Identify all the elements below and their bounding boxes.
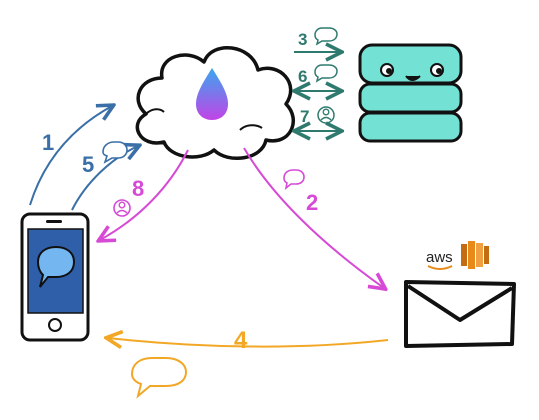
- step-8-user-icon: [113, 199, 131, 217]
- step-1-label: 1: [42, 130, 54, 155]
- step-6-label: 6: [298, 67, 307, 86]
- arrow-5: [71, 146, 138, 211]
- step-3-label: 3: [298, 30, 307, 49]
- step-7-label: 7: [300, 107, 309, 126]
- arrow-4: [108, 338, 389, 347]
- phone-icon: [20, 212, 90, 342]
- step-5-label: 5: [82, 152, 94, 177]
- drop-icon: [196, 68, 228, 120]
- arrow-8: [100, 149, 189, 240]
- aws-label: aws: [426, 249, 453, 266]
- step-6-message-icon: [314, 64, 338, 83]
- aws-logo: aws: [426, 241, 489, 270]
- phone-message-icon: [36, 245, 76, 288]
- step-3-message-icon: [314, 27, 338, 46]
- step-5-message-icon: [102, 141, 128, 164]
- step-2-label: 2: [306, 190, 318, 215]
- step-4-label: 4: [234, 327, 248, 354]
- envelope-icon: [404, 280, 516, 348]
- step-2-message-icon: [283, 169, 305, 190]
- database-icon: [358, 43, 463, 143]
- step-4-message-icon: [130, 357, 188, 399]
- arrow-1: [29, 106, 112, 206]
- step-7-user-icon: [317, 106, 335, 124]
- arrow-2: [243, 147, 384, 288]
- step-8-label: 8: [132, 176, 144, 201]
